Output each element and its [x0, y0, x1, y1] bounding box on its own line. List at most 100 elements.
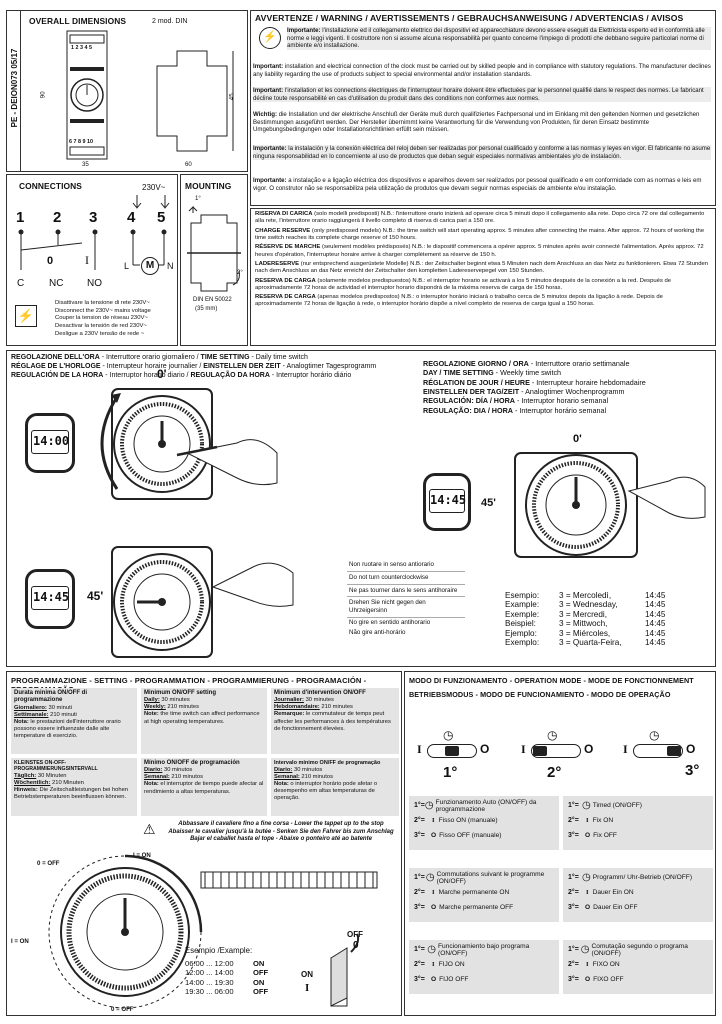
prog-cell-fr: Minimum d'intervention ON/OFF Journalier…	[271, 688, 399, 754]
dial-one-on-left: I = ON	[11, 938, 29, 945]
mount-step-2: 2°	[237, 269, 243, 276]
hand-drawing-1	[176, 439, 278, 486]
example-title: Esempio /Example:	[185, 946, 253, 955]
daily-45-label: 45'	[87, 589, 104, 603]
side-label: PE - DEION073 05/17	[10, 48, 19, 128]
label-nc: NC	[49, 278, 64, 289]
example-row-pt: Exemplo:3 = Quarta-Feira,14:45	[505, 638, 666, 648]
label-no: NO	[87, 278, 102, 289]
side-view-drawing	[156, 50, 234, 152]
warning-es: Importante: la instalación y la conexión…	[253, 145, 711, 161]
dial-zero-off-top: 0 = OFF	[37, 860, 60, 867]
overall-dimensions-panel: PE - DEION073 05/17 OVERALL DIMENSIONS 2…	[6, 10, 248, 172]
weekly-hand-drawing	[627, 476, 706, 519]
weekly-examples: Esempio:3 = Mercoledì,14:45 Example:3 = …	[505, 591, 666, 648]
mode-box-pt: 1°=◷Comutação segundo o programa (ON/OFF…	[563, 940, 713, 994]
clock-icon: ◷	[427, 944, 436, 956]
label-n: N	[167, 261, 174, 271]
hand-drawing-2	[211, 562, 294, 607]
dim-90: 90	[39, 91, 47, 99]
programming-dial	[48, 854, 203, 1009]
din-modules: 2 mod. DIN	[152, 18, 188, 25]
reserve-de: LADERESERVE (nur entsprechend ausgerüste…	[255, 260, 709, 275]
clock-icon: ◷	[547, 728, 558, 742]
clock-icon: ◷	[649, 728, 660, 742]
watch-1400: 14:00	[25, 413, 75, 473]
tappet-instruction: Abbassare il cavaliere fino a fine corsa…	[168, 821, 394, 842]
example-row-fr: Exemple:3 = Mercredi,14:45	[505, 609, 666, 619]
prog-cell-it: Durata minima ON/OFF di programmazione G…	[11, 688, 137, 754]
watch-1445-time: 14:45	[33, 590, 70, 604]
example-row-de: Beispiel:3 = Mittwoch,14:45	[505, 619, 666, 629]
example-row-es: Ejemplo:3 = Miércoles,14:45	[505, 628, 666, 638]
disconnect-en: Disconnect the 230V~ mains voltage	[55, 307, 151, 314]
electrician-icon: ⚡	[259, 27, 281, 49]
switch-position-2-label: 2°	[547, 764, 562, 781]
shock-warning-icon: ⚡	[15, 305, 37, 327]
label-l: L	[124, 261, 130, 271]
mode-title-1: MODO DI FUNZIONAMENTO - OPERATION MODE -…	[409, 676, 694, 685]
dial-zero-off-bottom: 0 = OFF	[111, 1006, 134, 1013]
contact-one: I	[85, 253, 89, 267]
top-terminal-numbers: 1 2 3 4 5	[71, 45, 92, 51]
prog-cell-es: Mínimo ON/OFF de programación Diario: 30…	[141, 758, 267, 816]
wiring-diagram	[18, 195, 170, 270]
dim-60: 60	[185, 161, 192, 168]
ccw-de: Drehen Sie nicht gegen den Uhrzeigersinn	[347, 597, 465, 618]
motor-icon: M	[141, 257, 159, 275]
mount-step-1: 1°	[195, 195, 201, 202]
switch-position-1: ◷ I O	[417, 728, 490, 758]
daily-zero-label: 0'	[157, 367, 167, 381]
prog-cell-en: Minimum ON/OFF setting Daily: 30 minutes…	[141, 688, 267, 754]
terminal-1: 1	[16, 209, 25, 226]
clock-icon: ◷	[582, 800, 591, 812]
disconnect-fr: Couper la tension de réseau 230V~	[55, 315, 148, 322]
tappet-warning-icon: ⚠	[143, 821, 156, 837]
reserve-it: RISERVA DI CARICA (solo modelli predispo…	[255, 211, 705, 225]
example-row-it: Esempio:3 = Mercoledì,14:45	[505, 591, 666, 600]
dim-35: 35	[82, 161, 89, 168]
terminal-5: 5	[157, 209, 166, 226]
dial-one-on-top: I = ON	[133, 852, 151, 859]
operation-mode-panel: MODO DI FUNZIONAMENTO - OPERATION MODE -…	[404, 671, 716, 1016]
switch-position-2: ◷ I O	[521, 728, 594, 758]
example-row-en: Example:3 = Wednesday,14:45	[505, 600, 666, 610]
reserve-es: RESERVA DE CARGA (solamente modelos pred…	[255, 277, 672, 291]
mode-box-it: 1°=◷Funzionamento Auto (ON/OFF) da progr…	[409, 796, 559, 850]
warning-en: Important: installation and electrical c…	[253, 63, 711, 78]
ccw-pt: Não gire anti-horário	[349, 628, 406, 636]
ccw-en: Do not turn counterclockwise	[347, 572, 465, 585]
connections-title: CONNECTIONS	[19, 181, 82, 191]
clock-icon: ◷	[580, 944, 590, 956]
terminal-4: 4	[127, 209, 136, 226]
counterclockwise-notice: Non ruotare in senso antiorario Do not t…	[347, 559, 465, 638]
disconnect-it: Disattivare la tensione di rete 230V~	[55, 300, 150, 306]
watch-weekly-1445: 14:45	[423, 473, 471, 531]
reserve-en: CHARGE RESERVE (only predisposed models)…	[255, 227, 705, 241]
mounting-title: MOUNTING	[185, 181, 232, 191]
clock-icon: ◷	[425, 872, 435, 884]
clock-icon: ◷	[443, 728, 454, 742]
label-c: C	[17, 278, 25, 289]
ccw-it: Non ruotare in senso antiorario	[347, 559, 465, 572]
mode-box-fr: 1°=◷Commutations suivant le programme (O…	[409, 868, 559, 922]
daily-dial-1	[111, 388, 213, 500]
charge-reserve-panel: RISERVA DI CARICA (solo modelli predispo…	[250, 208, 716, 346]
warning-title: AVVERTENZE / WARNING / AVERTISSEMENTS / …	[255, 13, 684, 23]
switch-position-3: ◷ I O	[623, 728, 696, 758]
switch-position-1-label: 1°	[443, 764, 458, 781]
voltage-label: 230V~	[142, 183, 166, 192]
contact-zero: 0	[47, 255, 54, 267]
watch-1400-time: 14:00	[33, 434, 70, 448]
bottom-terminal-numbers: 6 7 8 9 10	[69, 139, 93, 145]
warning-fr: Important: l'installation et les connect…	[253, 87, 711, 103]
disconnect-es: Desactivar la tensión de red 230V~	[55, 323, 147, 330]
dim-45: 45	[228, 93, 236, 101]
prog-cell-pt: Intervalo mínimo ON/FF de programação Di…	[271, 758, 399, 816]
weekly-45-label: 45'	[481, 497, 496, 509]
time-setting-panel: REGOLAZIONE DELL'ORA - Interruttore orar…	[6, 350, 716, 667]
programming-panel: PROGRAMMAZIONE - SETTING - PROGRAMMATION…	[6, 671, 402, 1016]
